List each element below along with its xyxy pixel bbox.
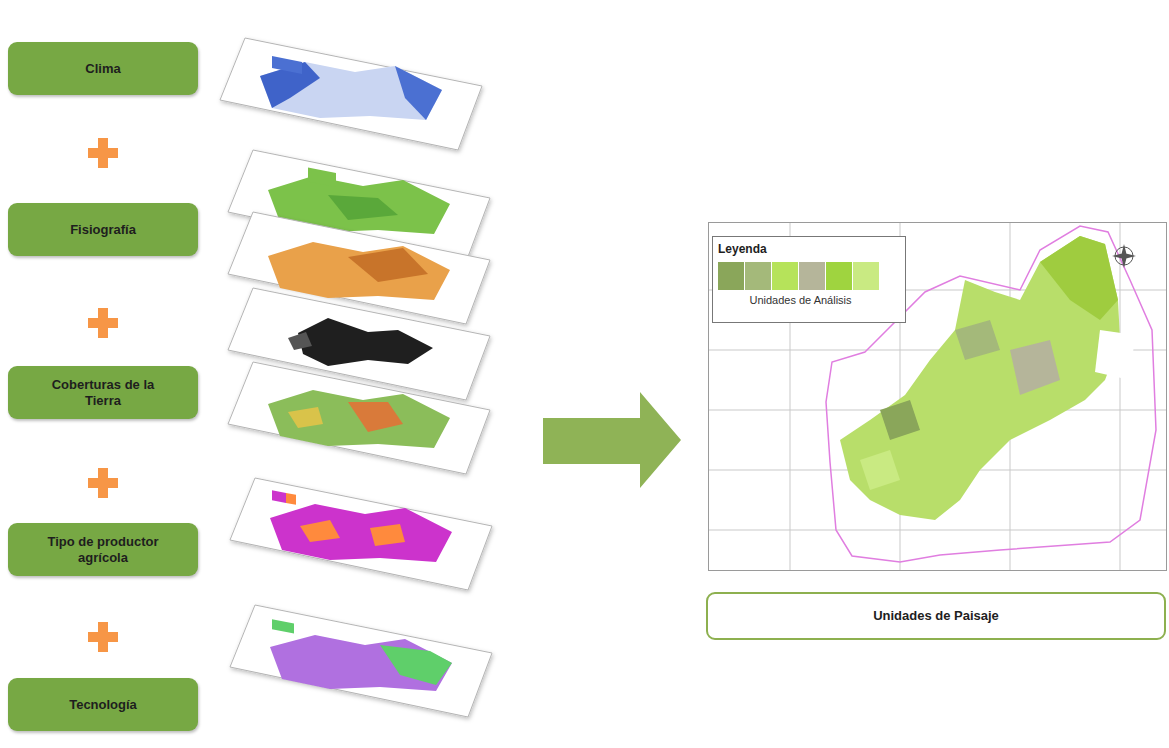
box-label: Coberturas de la Tierra: [32, 377, 174, 409]
input-layer-box: Tipo de productor agrícola: [8, 523, 198, 576]
big-arrow: [543, 392, 681, 488]
box-label: Tipo de productor agrícola: [32, 534, 174, 566]
legend-swatch: [718, 262, 744, 290]
input-layer-box: Fisiografía: [8, 203, 198, 256]
result-box: Unidades de Paisaje: [706, 592, 1166, 640]
map-stack: [220, 38, 492, 717]
box-label: Clima: [85, 61, 120, 77]
box-label: Tecnología: [69, 697, 137, 713]
box-label: Unidades de Paisaje: [873, 608, 999, 624]
input-layer-box: Clima: [8, 42, 198, 95]
box-label: Fisiografía: [70, 222, 136, 238]
input-layer-box: Coberturas de la Tierra: [8, 366, 198, 419]
legend-title: Leyenda: [718, 242, 767, 256]
input-layer-box: Tecnología: [8, 678, 198, 731]
legend-entry: Unidades de Análisis: [712, 262, 905, 312]
legend-label: Unidades de Análisis: [749, 294, 851, 306]
result-map: [709, 223, 1167, 571]
